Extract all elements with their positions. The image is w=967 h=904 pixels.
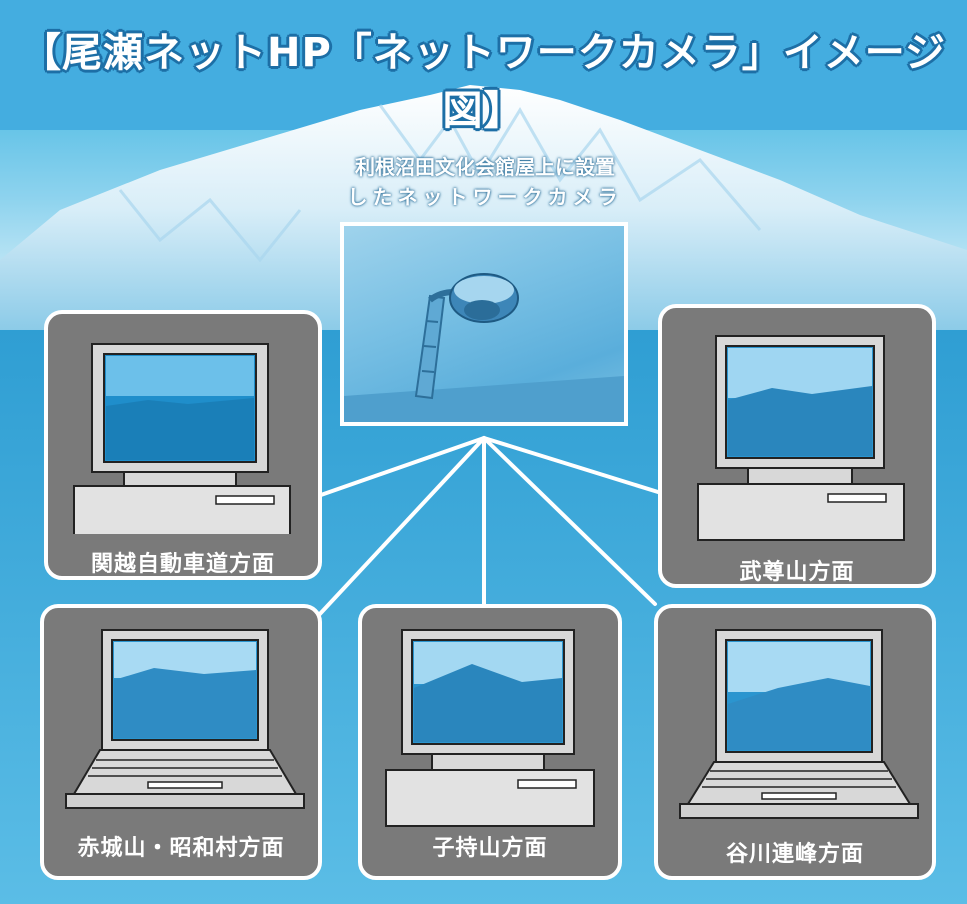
- view-label-akagi: 赤城山・昭和村方面: [77, 835, 285, 861]
- view-panel-kanetsu: 関越自動車道方面: [44, 310, 322, 580]
- camera-caption: 利根沼田文化会館屋上に設置 したネットワークカメラ: [300, 152, 670, 212]
- laptop-computer-icon: [65, 629, 305, 809]
- view-label-komochi: 子持山方面: [432, 835, 548, 861]
- view-label-tanigawa: 谷川連峰方面: [725, 841, 864, 867]
- mountain-shape: [0, 85, 967, 330]
- view-label-hotaka: 武尊山方面: [739, 559, 855, 585]
- view-label-kanetsu: 関越自動車道方面: [90, 551, 275, 577]
- view-panel-hotaka: 武尊山方面: [658, 304, 936, 588]
- desktop-computer-icon: [73, 343, 291, 534]
- camera-caption-line1: 利根沼田文化会館屋上に設置: [355, 155, 615, 179]
- page-title: 【尾瀬ネットHP「ネットワークカメラ」イメージ図】: [21, 30, 946, 134]
- laptop-computer-icon: [679, 629, 919, 819]
- connector-lines: [316, 436, 660, 618]
- view-panel-komochi: 子持山方面: [358, 604, 622, 880]
- desktop-computer-icon: [697, 335, 905, 541]
- view-panel-tanigawa: 谷川連峰方面: [654, 604, 936, 880]
- camera-caption-line2: したネットワークカメラ: [347, 185, 623, 209]
- view-panel-akagi: 赤城山・昭和村方面: [40, 604, 322, 880]
- network-camera-photo: [340, 222, 628, 426]
- network-camera-icon: [344, 273, 624, 422]
- desktop-computer-icon: [385, 629, 595, 827]
